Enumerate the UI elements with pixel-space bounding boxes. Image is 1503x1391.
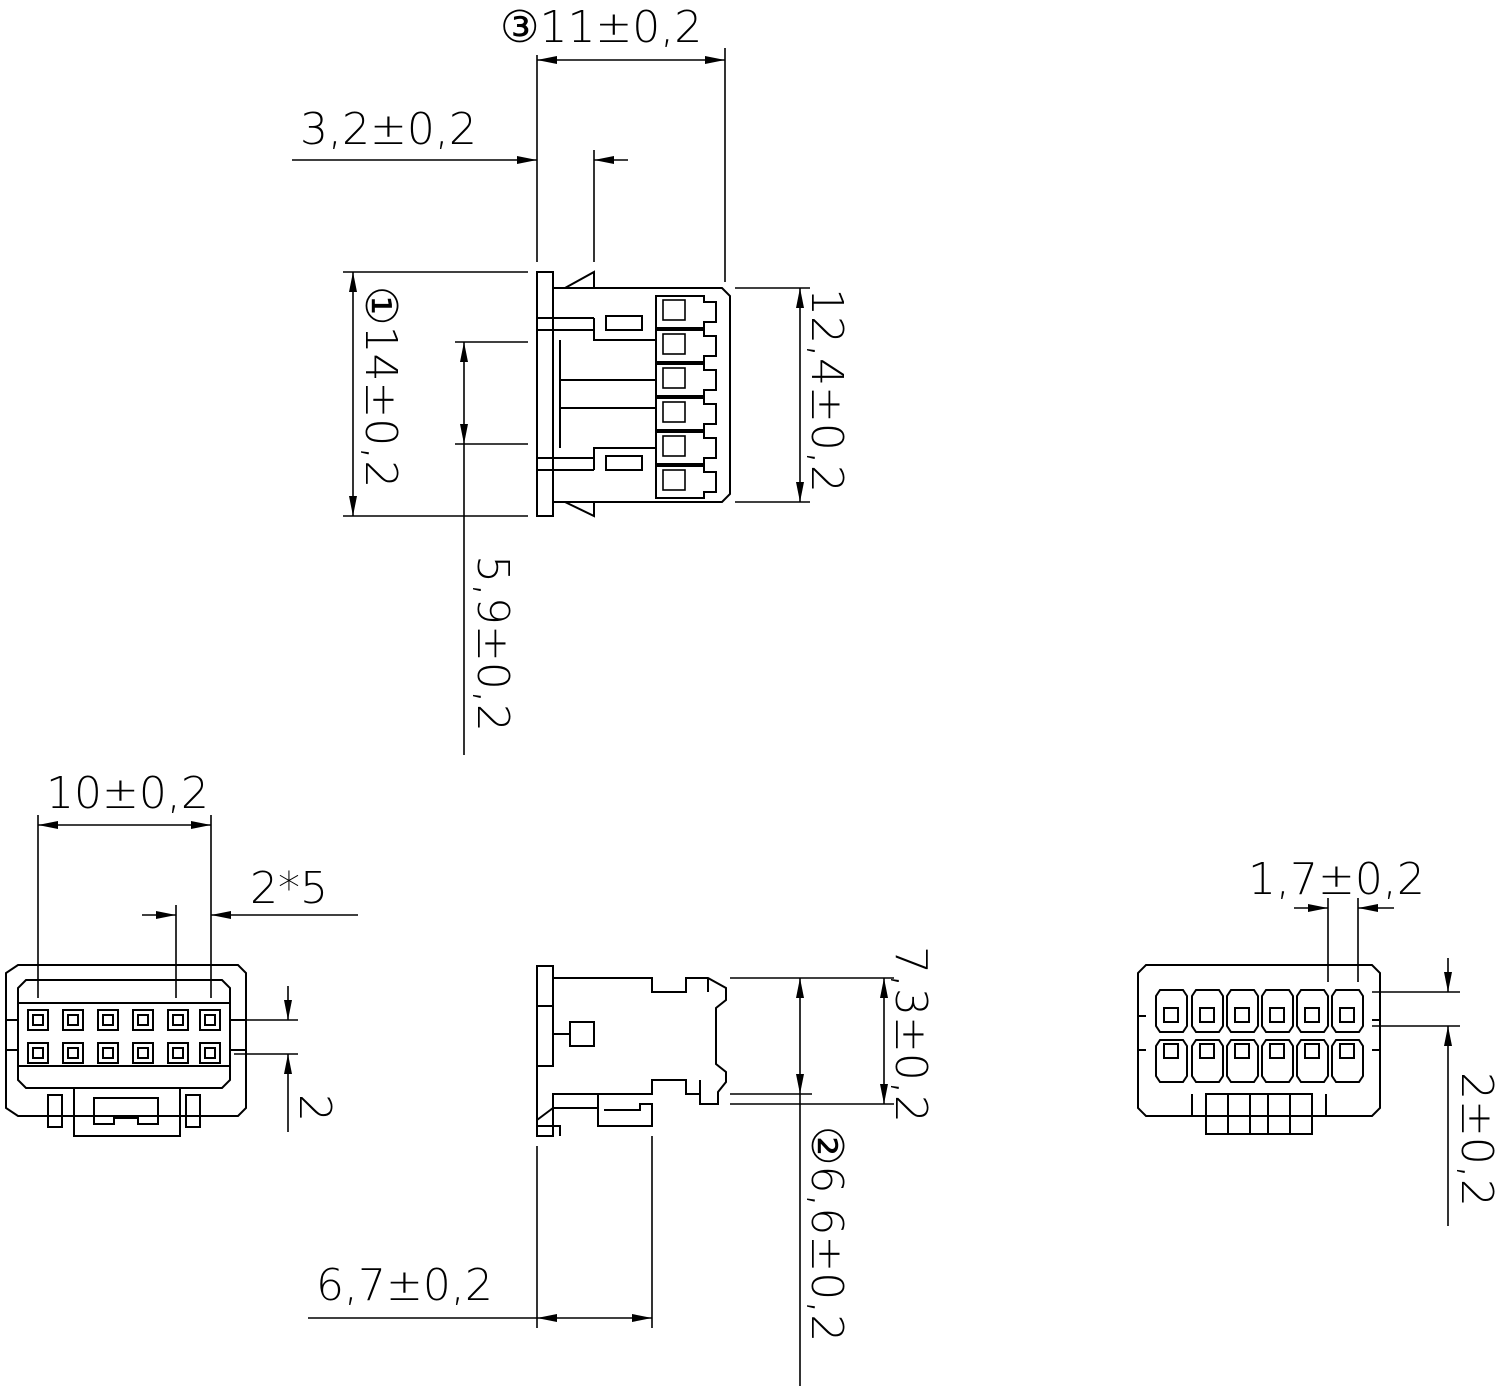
dim-rear-slot: 1,7±0,2	[1248, 854, 1425, 905]
dim-front-row-pitch: 2	[289, 1094, 340, 1122]
front-cavities	[27, 1009, 221, 1064]
dim-top-offset: 3,2±0,2	[300, 104, 477, 155]
rear-cavities	[1155, 989, 1364, 1083]
dim-side-inner: ②6,6±0,2	[801, 1126, 852, 1342]
dim-top-width: ③11±0,2	[500, 2, 702, 53]
dim-rear-row: 2±0,2	[1451, 1072, 1502, 1207]
side-view: 6,7±0,2 7,3±0,2 ②6,6±0,2	[308, 946, 936, 1386]
front-view: 10±0,2 2*5 2	[5, 768, 358, 1137]
dim-side-height: 7,3±0,2	[885, 946, 936, 1123]
dim-top-inner: 5,9±0,2	[467, 555, 518, 732]
terminal-cavities	[655, 295, 717, 499]
dim-side-depth: 6,7±0,2	[316, 1260, 493, 1311]
dim-top-height-body: 12,4±0,2	[801, 288, 852, 493]
dim-front-pitch: 2*5	[250, 863, 328, 914]
top-view: ③11±0,2 3,2±0,2 ①14±0,2 12,4±0,2 5,9±0,2	[292, 2, 852, 755]
dim-front-width: 10±0,2	[46, 768, 209, 819]
dim-top-height-outer: ①14±0,2	[355, 286, 406, 488]
rear-view: 1,7±0,2 2±0,2	[1137, 854, 1502, 1226]
